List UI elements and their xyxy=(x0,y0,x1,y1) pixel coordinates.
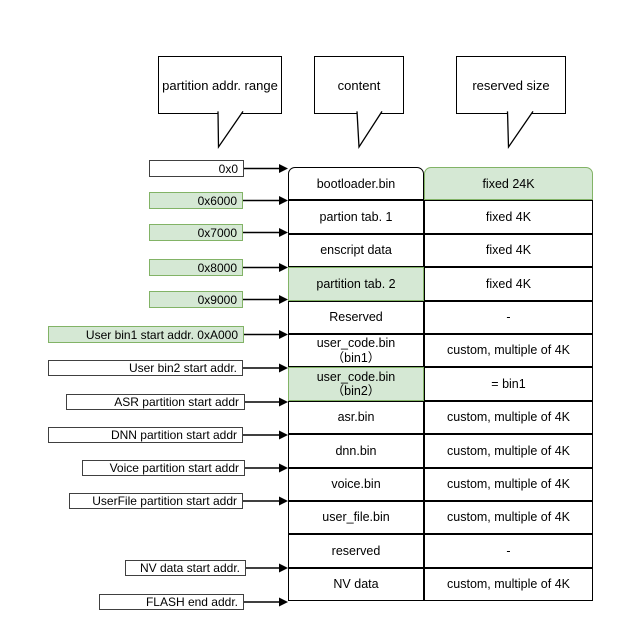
size-cell: - xyxy=(424,300,593,334)
address-label: 0x0 xyxy=(149,160,244,177)
arrowhead-icon xyxy=(279,597,288,607)
address-label: 0x6000 xyxy=(149,192,243,209)
size-cell: custom, multiple of 4K xyxy=(424,567,593,602)
size-cell: = bin1 xyxy=(424,367,593,401)
size-cell: fixed 24K xyxy=(424,167,593,201)
callout-partition-addr-range: partition addr. range xyxy=(158,56,282,114)
content-cell: asr.bin xyxy=(288,400,424,435)
content-cell: partition tab. 2 xyxy=(288,267,424,301)
content-cell: user_file.bin xyxy=(288,500,424,535)
address-label: FLASH end addr. xyxy=(99,594,244,610)
arrowhead-icon xyxy=(279,228,288,237)
callout-reserved-size: reserved size xyxy=(456,56,566,114)
arrowhead-icon xyxy=(279,330,288,339)
arrowhead-icon xyxy=(279,496,288,506)
callout-content: content xyxy=(314,56,404,114)
callout-tail xyxy=(217,111,244,150)
size-cell: fixed 4K xyxy=(424,267,593,301)
size-cell: custom, multiple of 4K xyxy=(424,333,593,368)
arrowhead-icon xyxy=(279,263,288,272)
callout-tail xyxy=(356,111,383,150)
content-cell: reserved xyxy=(288,534,424,568)
address-label: 0x7000 xyxy=(149,224,243,241)
callout-label: partition addr. range xyxy=(162,77,278,93)
address-label: DNN partition start addr xyxy=(48,427,243,443)
arrowhead-icon xyxy=(279,363,288,373)
address-label: 0x8000 xyxy=(149,259,243,276)
content-cell: bootloader.bin xyxy=(288,167,424,201)
content-cell: Reserved xyxy=(288,300,424,334)
size-cell: fixed 4K xyxy=(424,200,593,234)
address-label: ASR partition start addr xyxy=(66,394,245,410)
arrowhead-icon xyxy=(279,430,288,440)
address-label: User bin2 start addr. xyxy=(48,360,243,376)
size-cell: custom, multiple of 4K xyxy=(424,467,593,501)
content-cell: dnn.bin xyxy=(288,434,424,468)
address-label: User bin1 start addr. 0xA000 xyxy=(48,326,244,343)
callout-label: reserved size xyxy=(472,77,550,93)
size-cell: - xyxy=(424,534,593,568)
size-cell: custom, multiple of 4K xyxy=(424,500,593,535)
arrowhead-icon xyxy=(279,295,288,304)
address-label: 0x9000 xyxy=(149,291,243,308)
arrowhead-icon xyxy=(279,463,288,473)
content-cell: partion tab. 1 xyxy=(288,200,424,234)
content-cell: user_code.bin （bin1） xyxy=(288,333,424,368)
content-cell: user_code.bin （bin2） xyxy=(288,367,424,401)
address-label: UserFile partition start addr xyxy=(69,493,243,509)
address-label: NV data start addr. xyxy=(125,560,246,576)
arrowhead-icon xyxy=(279,397,288,407)
content-cell: enscript data xyxy=(288,233,424,268)
content-cell: voice.bin xyxy=(288,467,424,501)
size-cell: fixed 4K xyxy=(424,233,593,268)
callout-label: content xyxy=(337,77,381,93)
arrowhead-icon xyxy=(279,164,288,173)
size-cell: custom, multiple of 4K xyxy=(424,434,593,468)
size-cell: custom, multiple of 4K xyxy=(424,400,593,435)
callout-tail xyxy=(506,111,534,150)
arrowhead-icon xyxy=(279,563,288,573)
address-label: Voice partition start addr xyxy=(82,460,245,476)
content-cell: NV data xyxy=(288,567,424,602)
arrowhead-icon xyxy=(279,196,288,205)
